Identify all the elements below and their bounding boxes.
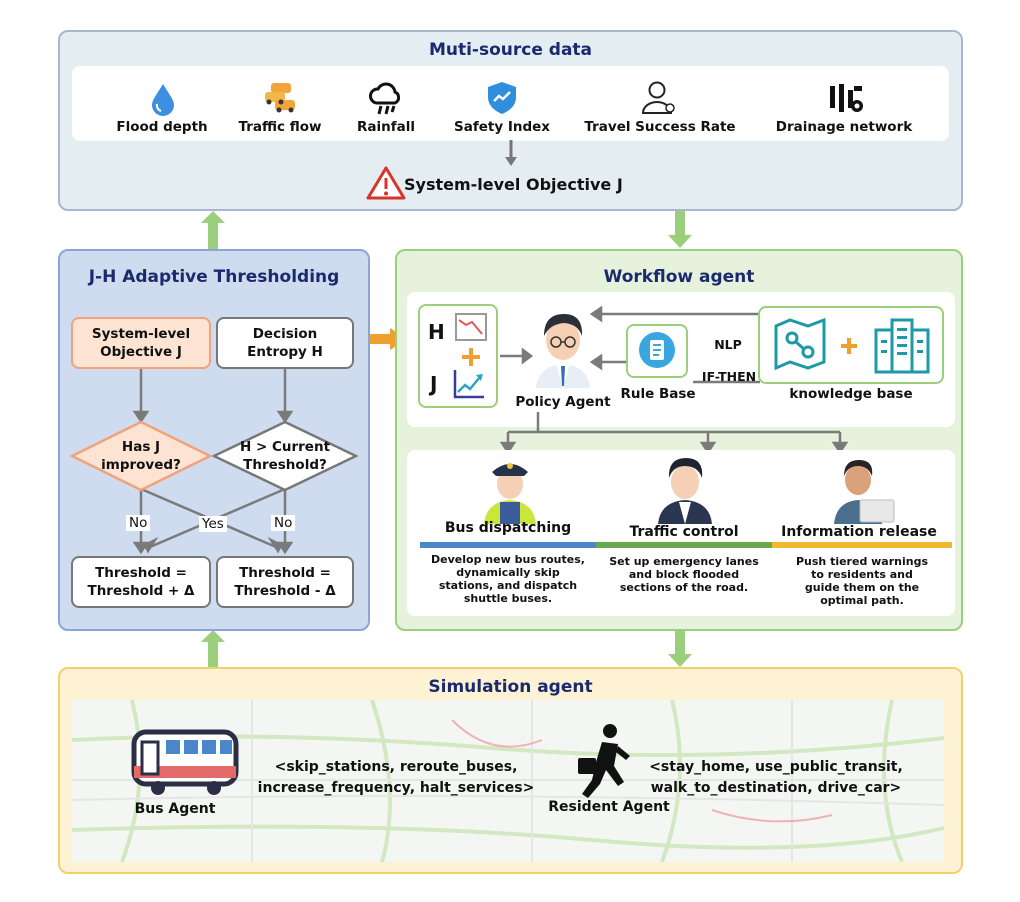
plus-icon xyxy=(462,348,480,366)
yes-label: Yes xyxy=(199,516,227,532)
threshold-minus-text: Threshold = Threshold - Δ xyxy=(234,565,336,599)
information-release-desc: Push tiered warnings to residents and gu… xyxy=(795,555,929,607)
building-icon xyxy=(874,318,930,374)
no-right-label: No xyxy=(271,515,296,531)
source-label-safety-index: Safety Index xyxy=(454,119,550,135)
jh-thresholding-title: J-H Adaptive Thresholding xyxy=(88,267,340,287)
map-route-icon xyxy=(774,317,826,371)
bus-dispatcher-avatar-icon xyxy=(484,463,536,524)
kb-plus-icon xyxy=(841,338,857,354)
entropy-h-box: Decision Entropy H xyxy=(216,317,354,369)
objective-j-text: System-level Objective J xyxy=(91,326,191,360)
multi-source-data-title: Muti-source data xyxy=(428,40,593,60)
pipe-network-icon xyxy=(830,84,863,112)
rule-document-icon xyxy=(639,332,675,368)
information-release-bar xyxy=(772,542,952,548)
simulation-agent-title: Simulation agent xyxy=(428,677,593,697)
bus-dispatching-desc: Develop new bus routes, dynamically skip… xyxy=(431,553,585,605)
nlp-label: NLP xyxy=(714,337,742,352)
decline-chart-icon xyxy=(455,313,487,341)
knowledge-base-label: knowledge base xyxy=(789,386,913,402)
traffic-control-desc: Set up emergency lanes and block flooded… xyxy=(609,555,759,594)
j-improved-text: Has J improved? xyxy=(101,439,181,473)
source-label-traffic-flow: Traffic flow xyxy=(238,119,322,135)
bus-dispatching-bar xyxy=(420,542,596,548)
policy-agent-label: Policy Agent xyxy=(515,394,611,410)
rain-cloud-icon xyxy=(369,82,401,115)
j-improved-diamond: Has J improved? xyxy=(70,420,212,492)
traffic-control-title: Traffic control xyxy=(629,524,739,540)
jh-to-top-arrow xyxy=(201,211,225,249)
objective-j-box: System-level Objective J xyxy=(71,317,211,369)
info-release-avatar-icon xyxy=(834,460,895,524)
user-check-icon xyxy=(641,81,675,114)
h-label: H xyxy=(428,320,445,344)
no-left-label: No xyxy=(126,515,151,531)
workflow-internal-arrows xyxy=(500,305,760,384)
resident-actions-text: <stay_home, use_public_transit, walk_to_… xyxy=(649,759,903,796)
source-label-rainfall: Rainfall xyxy=(357,119,415,135)
warning-icon xyxy=(366,166,406,200)
traffic-officer-avatar-icon xyxy=(658,458,712,524)
running-resident-icon xyxy=(578,724,630,798)
entropy-h-text: Decision Entropy H xyxy=(247,326,323,360)
bus-dispatching-title: Bus dispatching xyxy=(444,520,572,536)
sources-to-objective-arrow xyxy=(505,140,517,166)
policy-branch-arrows xyxy=(500,412,849,454)
workflow-agent-title: Workflow agent xyxy=(603,267,755,287)
information-release-title: Information release xyxy=(781,524,937,540)
threshold-minus-box: Threshold = Threshold - Δ xyxy=(216,556,354,608)
threshold-plus-box: Threshold = Threshold + Δ xyxy=(71,556,211,608)
growth-chart-icon xyxy=(453,370,484,399)
resident-agent-label: Resident Agent xyxy=(548,799,670,815)
water-drop-icon xyxy=(152,84,174,116)
h-threshold-diamond: H > Current Threshold? xyxy=(212,420,358,492)
j-label: J xyxy=(430,372,438,396)
source-label-flood-depth: Flood depth xyxy=(116,119,208,135)
source-label-drainage-network: Drainage network xyxy=(775,119,913,135)
rule-base-label: Rule Base xyxy=(620,386,696,402)
traffic-control-bar xyxy=(596,542,772,548)
h-threshold-text: H > Current Threshold? xyxy=(239,439,331,473)
policy-agent-avatar-icon xyxy=(536,314,590,388)
sim-to-jh-arrow xyxy=(201,630,225,668)
top-to-workflow-arrow xyxy=(668,211,692,248)
bus-agent-label: Bus Agent xyxy=(134,801,216,817)
bus-actions-text: <skip_stations, reroute_buses, increase_… xyxy=(257,759,535,796)
workflow-to-sim-arrow xyxy=(668,630,692,667)
source-label-travel-success-rate: Travel Success Rate xyxy=(584,119,736,135)
if-then-label: IF-THEN xyxy=(701,369,757,384)
threshold-plus-text: Threshold = Threshold + Δ xyxy=(87,565,195,599)
system-objective-label: System-level Objective J xyxy=(404,175,623,194)
shield-icon xyxy=(488,82,516,114)
cars-icon xyxy=(265,83,295,113)
bus-icon xyxy=(131,729,239,795)
